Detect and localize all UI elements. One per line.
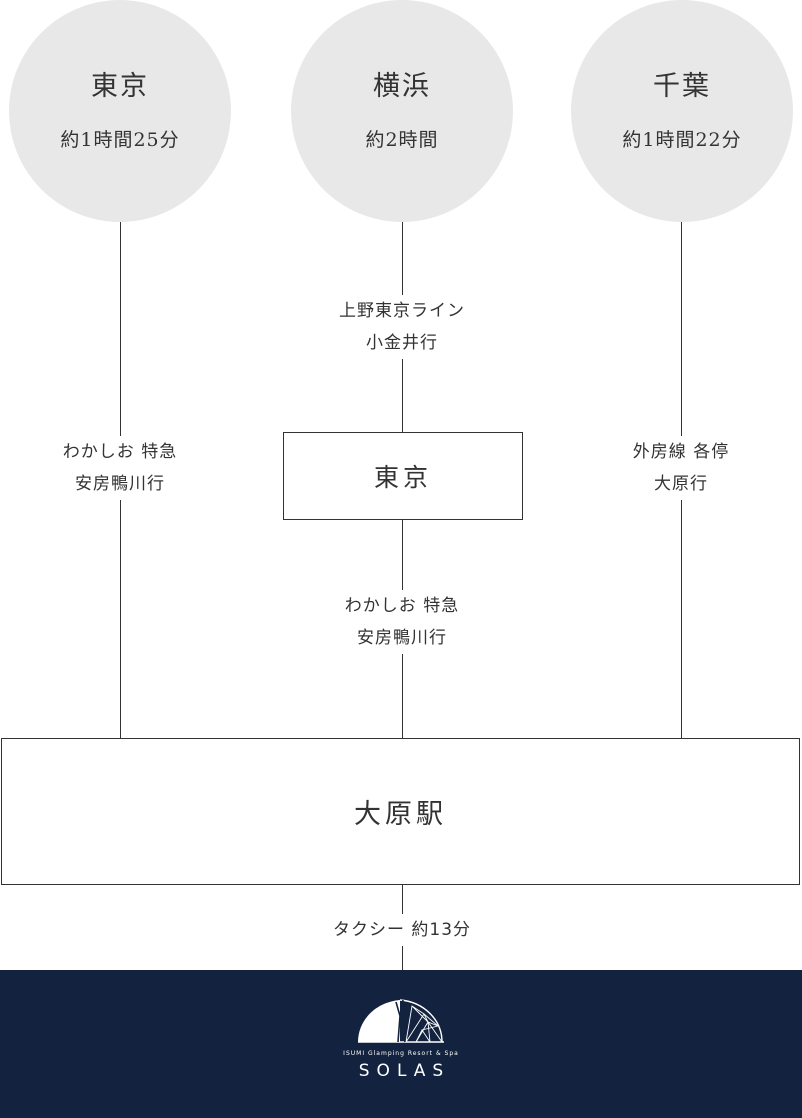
route-destination: 小金井行 [366, 333, 438, 353]
destination-station-name: 大原駅 [354, 799, 447, 830]
route-label-mid-lower: わかしお 特急 安房鴨川行 [302, 590, 502, 654]
origin-city: 千葉 [653, 71, 711, 102]
destination-station-box: 大原駅 [1, 738, 800, 885]
origin-city: 横浜 [373, 71, 431, 102]
origin-circle-tokyo: 東京 約1時間25分 [9, 0, 231, 222]
tagline: ISUMI Glamping Resort & Spa [343, 1050, 459, 1057]
origin-city: 東京 [91, 71, 149, 102]
origin-time: 約1時間22分 [622, 129, 742, 151]
route-destination: 大原行 [654, 474, 708, 494]
route-destination: 安房鴨川行 [75, 474, 165, 494]
brand-name: SOLAS [358, 1061, 451, 1081]
origin-circle-chiba: 千葉 約1時間22分 [571, 0, 793, 222]
transfer-station-name: 東京 [373, 463, 432, 492]
footer-logo-banner: ISUMI Glamping Resort & Spa SOLAS [0, 970, 802, 1118]
route-line-name: 外房線 各停 [632, 442, 730, 462]
route-label-mid-upper: 上野東京ライン 小金井行 [302, 295, 502, 359]
route-label-left: わかしお 特急 安房鴨川行 [20, 436, 220, 500]
taxi-info: タクシー 約13分 [332, 920, 472, 940]
route-line-name: わかしお 特急 [62, 442, 178, 462]
dome-logo-icon [358, 999, 444, 1043]
origin-circle-yokohama: 横浜 約2時間 [291, 0, 513, 222]
origin-time: 約1時間25分 [60, 129, 180, 151]
transfer-station-box: 東京 [283, 432, 523, 520]
route-label-taxi: タクシー 約13分 [302, 914, 502, 946]
route-line-name: わかしお 特急 [344, 596, 460, 616]
route-label-right: 外房線 各停 大原行 [581, 436, 781, 500]
route-destination: 安房鴨川行 [357, 628, 447, 648]
route-line-name: 上野東京ライン [339, 301, 465, 321]
origin-time: 約2時間 [365, 129, 439, 151]
